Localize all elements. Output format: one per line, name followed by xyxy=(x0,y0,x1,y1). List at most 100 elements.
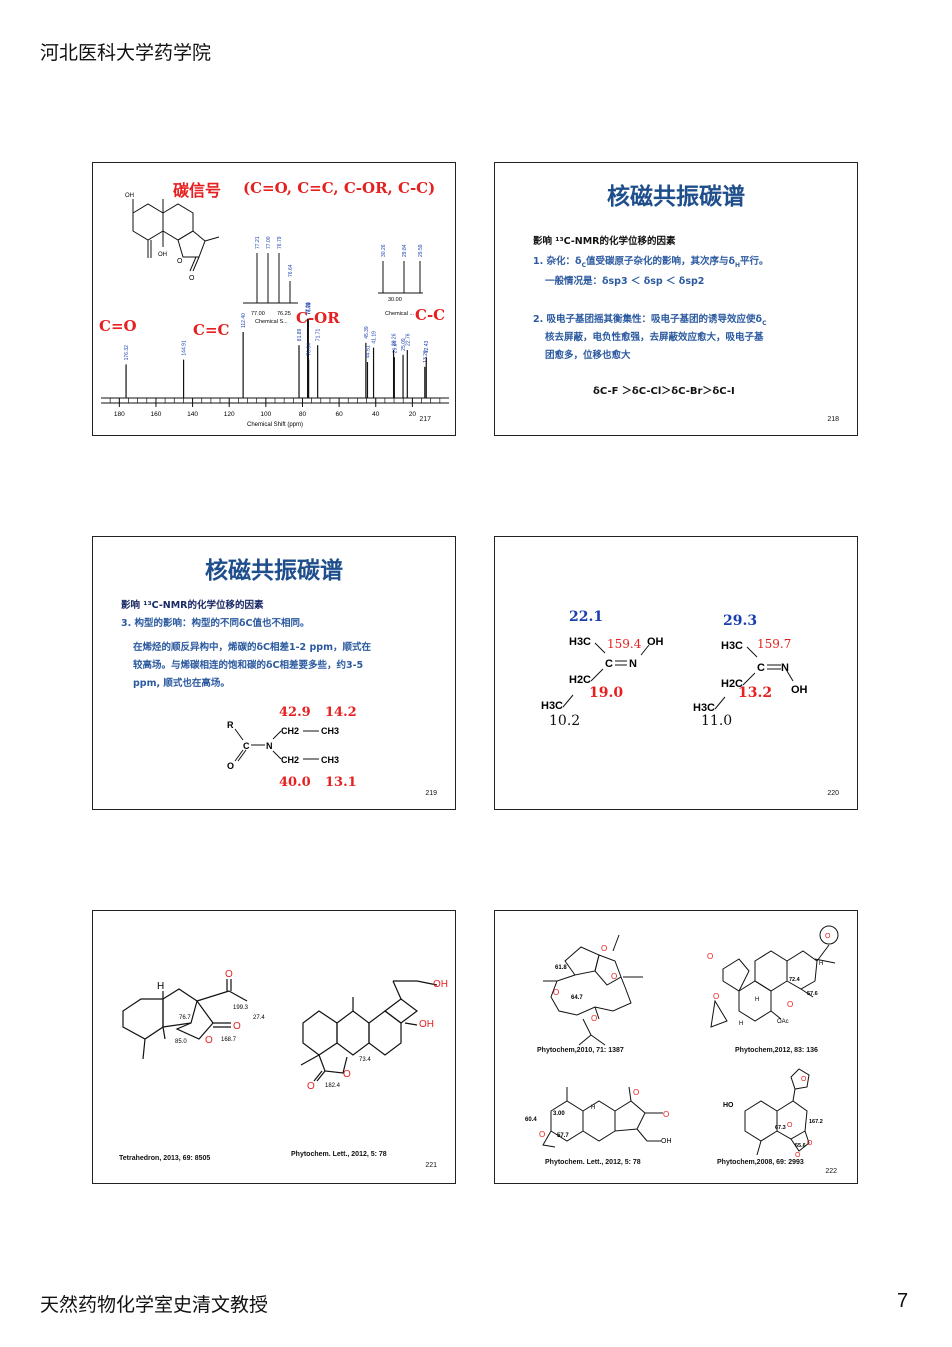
right-oh: OH xyxy=(791,684,808,696)
shift-ch2-top: 42.9 xyxy=(279,705,311,720)
inset2-tick: 30.00 xyxy=(388,297,402,303)
o-label-12: O xyxy=(795,1152,801,1159)
ho-label: HO xyxy=(723,1102,734,1109)
slide-number: 220 xyxy=(827,790,839,797)
item3-line3: ppm, 顺式也在高场。 xyxy=(133,678,230,689)
item1-line2: 一般情况是：δsp3 ＜ δsp ＜ δsp2 xyxy=(545,276,705,287)
item3-line2: 较高场。与烯碳相连的饱和碳的δC相差要多些，约3-5 xyxy=(133,660,364,671)
lactone-o-1: O xyxy=(233,1021,241,1032)
group-ch2-top: CH2 xyxy=(281,726,299,736)
group-ch3-bottom: CH3 xyxy=(321,755,339,765)
shift-182-4: 182.4 xyxy=(325,1083,341,1089)
citation-1: Phytochem,2010, 71: 1387 xyxy=(537,1047,624,1054)
nmr-peak-label: 77.00 xyxy=(306,302,312,315)
citation-2: Phytochem. Lett., 2012, 5: 78 xyxy=(291,1151,387,1158)
oxime-structures: H3C C N OH H2C H3C H3C C N OH H2C H3C xyxy=(541,636,808,714)
nmr-peak-label: 71.71 xyxy=(316,328,322,341)
inset1-label: Chemical S... xyxy=(255,319,288,325)
shift-168-7: 168.7 xyxy=(221,1037,237,1043)
shift-ch2-bottom: 40.0 xyxy=(279,775,311,790)
nmr-peak-label: 76.79 xyxy=(306,302,312,315)
atom-c: C xyxy=(243,741,250,751)
axis-tick-label: 180 xyxy=(114,411,125,418)
o-label-3: O xyxy=(553,988,559,997)
atom-n: N xyxy=(266,741,273,751)
inset2-peak-label: 29.59 xyxy=(418,244,424,257)
axis-tick-label: 140 xyxy=(187,411,198,418)
oh-label: OH xyxy=(661,1138,672,1145)
group-ch2-bottom: CH2 xyxy=(281,755,299,765)
o-label-1: O xyxy=(601,944,607,953)
group-ch3-top: CH3 xyxy=(321,726,339,736)
h-label: H xyxy=(157,981,164,992)
inset-2 xyxy=(378,261,423,294)
shift-85-0: 85.0 xyxy=(175,1039,187,1045)
slide-221: H O O O 199.3 27.4 76.7 85.0 168.7 OH OH… xyxy=(92,910,456,1184)
shift-61-8: 61.8 xyxy=(555,965,567,971)
shift-right-terminal: 11.0 xyxy=(701,713,733,729)
inset2-peak-label: 30.26 xyxy=(381,244,387,257)
o-label-4: O xyxy=(591,1014,597,1023)
shift-ch3-bottom: 13.1 xyxy=(325,775,357,790)
citation-2: Phytochem,2012, 83: 136 xyxy=(735,1047,818,1054)
shift-left-ch3: 22.1 xyxy=(569,609,604,625)
oh-top: OH xyxy=(433,979,448,990)
shift-57-6: 57.6 xyxy=(807,991,818,997)
citation-3: Phytochem. Lett., 2012, 5: 78 xyxy=(545,1159,641,1166)
label-ether: C-OR xyxy=(296,309,340,327)
lactone-structures: H O O O 199.3 27.4 76.7 85.0 168.7 OH OH… xyxy=(122,969,448,1092)
nmr-peak-label: 44.51 xyxy=(365,345,371,358)
slide-number: 218 xyxy=(827,416,839,423)
left-oh: OH xyxy=(647,636,664,648)
shift-167-2: 167.2 xyxy=(809,1119,823,1125)
shift-67-3: 67.3 xyxy=(775,1125,786,1131)
page-header: 河北医科大学药学院 xyxy=(40,42,212,64)
item1: 1. 杂化：δC值受碳原子杂化的影响，其次序与δH平行。 xyxy=(533,256,769,269)
label-alkane: C-C xyxy=(415,306,446,324)
item3: 3. 构型的影响：构型的不同δC值也不相同。 xyxy=(121,618,310,629)
shift-left-ch2: 19.0 xyxy=(589,685,624,701)
inset1-peak-label: 76.79 xyxy=(277,236,283,249)
ketone-o: O xyxy=(225,969,233,980)
nmr-peak-label: 29.84 xyxy=(392,340,398,353)
oac-label: OAc xyxy=(777,1019,789,1025)
o-label-13: O xyxy=(807,1140,813,1147)
natural-product-structures: 61.8 64.7 O O O O 72.4 57.6 H H H OAc O … xyxy=(525,925,839,1159)
axis-tick-label: 100 xyxy=(260,411,271,418)
nmr-peak-label: 112.40 xyxy=(241,313,247,328)
shift-left-terminal: 10.2 xyxy=(549,713,581,729)
nmr-peak-label: 176.32 xyxy=(124,345,130,361)
inset-1 xyxy=(243,253,298,304)
h-label-1: H xyxy=(755,997,759,1003)
right-h2c: H2C xyxy=(721,678,743,690)
slide217-title-b: (C=O, C=C, C-OR, C-C) xyxy=(243,179,436,197)
slide-number: 219 xyxy=(425,790,437,797)
slide-heading: 影响 ¹³C-NMR的化学位移的因素 xyxy=(533,236,676,247)
inset1-peak-label: 77.21 xyxy=(255,236,261,249)
shift-3-00: 3.00 xyxy=(553,1111,565,1117)
slide-number: 222 xyxy=(825,1168,837,1175)
shift-73-4: 73.4 xyxy=(359,1057,371,1063)
ring-o-label: O xyxy=(177,258,183,265)
o-label-5: O xyxy=(707,952,713,961)
axis-tick-label: 160 xyxy=(151,411,162,418)
slide-219: 核磁共振碳谱 影响 ¹³C-NMR的化学位移的因素 3. 构型的影响：构型的不同… xyxy=(92,536,456,810)
slide-222: 61.8 64.7 O O O O 72.4 57.6 H H H OAc O … xyxy=(494,910,858,1184)
nmr-peak-label: 41.19 xyxy=(372,331,378,344)
slide-number: 217 xyxy=(419,416,431,423)
shift-72-4: 72.4 xyxy=(789,977,801,983)
axis-tick-label: 20 xyxy=(409,411,417,418)
atom-r: R xyxy=(227,720,234,730)
h-label-2: H xyxy=(739,1021,743,1027)
left-h3c-terminal: H3C xyxy=(541,700,563,712)
right-n: N xyxy=(781,662,789,674)
left-h3c: H3C xyxy=(569,636,591,648)
o-label-10: O xyxy=(539,1130,545,1139)
shift-27-4: 27.4 xyxy=(253,1015,265,1021)
inset2-peak-label: 29.84 xyxy=(402,244,408,257)
atom-o: O xyxy=(227,761,234,771)
item2-line3: 团愈多，位移也愈大 xyxy=(545,350,631,361)
amide-structure: R O C N CH2 CH3 CH2 CH3 xyxy=(227,720,339,771)
nmr-peak-label: 144.91 xyxy=(182,340,188,356)
